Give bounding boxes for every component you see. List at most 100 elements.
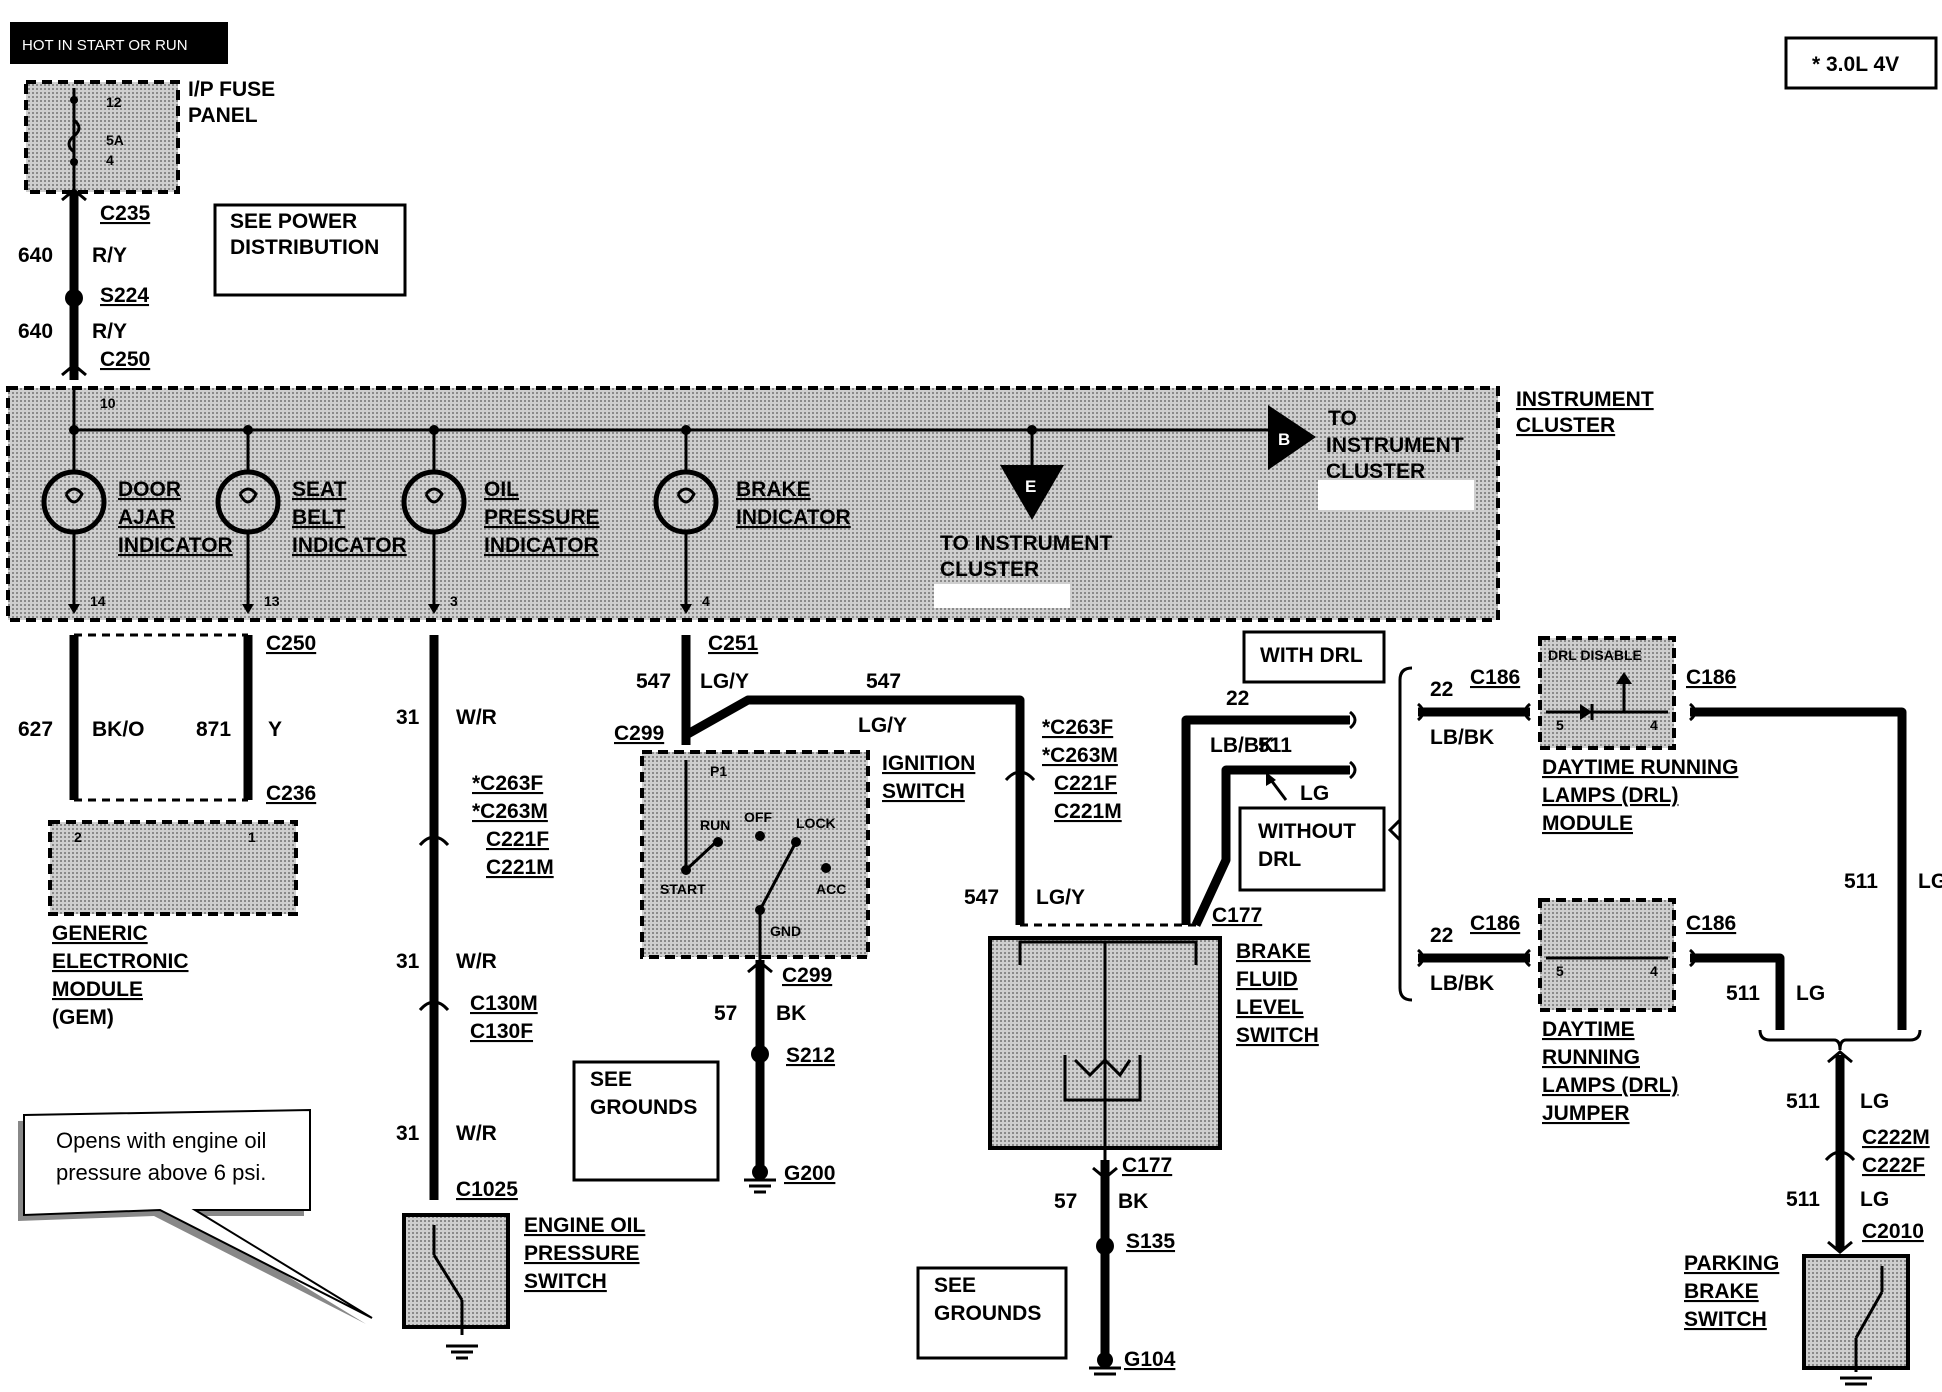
svg-text:C221M: C221M [486, 856, 554, 879]
indicator-label: INDICATOR [118, 534, 233, 557]
svg-text:627: 627 [18, 718, 53, 741]
svg-text:W/R: W/R [456, 1122, 497, 1145]
svg-text:C221F: C221F [486, 828, 549, 851]
svg-text:SWITCH: SWITCH [1236, 1024, 1319, 1047]
svg-text:640: 640 [18, 320, 53, 343]
svg-text:R/Y: R/Y [92, 320, 127, 343]
svg-text:IGNITION: IGNITION [882, 752, 975, 775]
svg-text:CLUSTER: CLUSTER [1516, 414, 1615, 437]
svg-text:CLUSTER: CLUSTER [1326, 460, 1425, 483]
indicator-label: INDICATOR [292, 534, 407, 557]
svg-text:547: 547 [964, 886, 999, 909]
svg-text:511: 511 [1786, 1090, 1820, 1113]
indicator-pin: 14 [90, 593, 106, 609]
svg-text:GROUNDS: GROUNDS [934, 1302, 1041, 1325]
svg-text:G104: G104 [1124, 1348, 1176, 1371]
svg-text:LB/BK: LB/BK [1210, 734, 1274, 757]
brake-fluid-ground: C177 57 BK S135 G104 [1054, 1154, 1176, 1376]
svg-text:S224: S224 [100, 284, 149, 307]
fuse-panel: 12 5A 4 I/P FUSE PANEL [24, 78, 275, 194]
svg-text:LG: LG [1300, 782, 1329, 805]
svg-text:LAMPS (DRL): LAMPS (DRL) [1542, 1074, 1678, 1097]
ignition-circuit: C251 547 LG/Y 547 LG/Y C299 547 LG/Y *C2… [614, 632, 1122, 925]
lamp-filament-icon [64, 487, 84, 504]
svg-text:511: 511 [1258, 734, 1292, 757]
indicator-label: OIL [484, 478, 519, 501]
svg-text:INSTRUMENT: INSTRUMENT [1516, 388, 1654, 411]
svg-text:* 3.0L 4V: * 3.0L 4V [1812, 53, 1899, 76]
indicator-pin: 3 [450, 593, 458, 609]
svg-text:LG/Y: LG/Y [700, 670, 749, 693]
svg-text:5A: 5A [106, 132, 124, 148]
svg-text:BRAKE: BRAKE [1236, 940, 1311, 963]
svg-text:1: 1 [248, 829, 256, 845]
svg-text:10: 10 [100, 395, 116, 411]
svg-text:C2010: C2010 [1862, 1220, 1924, 1243]
svg-text:C251: C251 [708, 632, 759, 655]
svg-text:4: 4 [1650, 717, 1658, 733]
svg-text:511: 511 [1726, 982, 1760, 1005]
svg-text:*C263F: *C263F [1042, 716, 1113, 739]
svg-text:PANEL: PANEL [188, 104, 258, 127]
svg-text:INSTRUMENT: INSTRUMENT [1326, 434, 1464, 457]
svg-text:C299: C299 [782, 964, 832, 987]
svg-text:*C263M: *C263M [1042, 744, 1118, 767]
svg-text:DAYTIME RUNNING: DAYTIME RUNNING [1542, 756, 1738, 779]
svg-text:DISTRIBUTION: DISTRIBUTION [230, 236, 379, 259]
svg-text:C186: C186 [1470, 666, 1520, 689]
see-grounds-note-2: SEE GROUNDS [916, 1266, 1068, 1360]
svg-text:*C263F: *C263F [472, 772, 543, 795]
svg-text:HOT IN START OR RUN: HOT IN START OR RUN [22, 37, 188, 54]
lamp-filament-icon [238, 487, 258, 504]
arrow-down-icon [242, 604, 254, 614]
svg-text:22: 22 [1226, 687, 1249, 710]
generic-electronic-module: 2 1 GENERIC ELECTRONIC MODULE (GEM) [48, 820, 298, 1029]
indicator-label: AJAR [118, 506, 175, 529]
svg-text:C299: C299 [614, 722, 664, 745]
indicator-group: 14DOORAJARINDICATOR13SEATBELTINDICATOR3O… [41, 430, 851, 614]
svg-text:DAYTIME: DAYTIME [1542, 1018, 1635, 1041]
svg-text:GROUNDS: GROUNDS [590, 1096, 697, 1119]
indicator-label: INDICATOR [736, 506, 851, 529]
svg-text:RUNNING: RUNNING [1542, 1046, 1640, 1069]
drl-jumper-output: 511 LG [1689, 948, 1825, 1030]
svg-text:TO INSTRUMENT: TO INSTRUMENT [940, 532, 1112, 555]
svg-text:SWITCH: SWITCH [524, 1270, 607, 1293]
svg-text:W/R: W/R [456, 950, 497, 973]
svg-text:4: 4 [106, 152, 114, 168]
ignition-switch: P1 RUN OFF LOCK START ACC GND IGNITION S… [640, 750, 975, 960]
svg-text:MODULE: MODULE [1542, 812, 1633, 835]
svg-text:WITH DRL: WITH DRL [1260, 644, 1363, 667]
instrument-cluster: INSTRUMENT CLUSTER 10 [6, 386, 1654, 622]
arrow-down-icon [68, 604, 80, 614]
indicator-label: DOOR [118, 478, 181, 501]
without-drl-note: WITHOUT DRL [1238, 806, 1386, 892]
svg-text:BK/O: BK/O [92, 718, 145, 741]
svg-text:ACC: ACC [816, 881, 846, 897]
svg-text:C250: C250 [100, 348, 150, 371]
indicator-label: BRAKE [736, 478, 811, 501]
svg-text:5: 5 [1556, 717, 1564, 733]
feed-wire: C235 640 R/Y S224 640 R/Y C250 [18, 188, 151, 380]
svg-text:C130M: C130M [470, 992, 538, 1015]
svg-text:MODULE: MODULE [52, 978, 143, 1001]
svg-text:DRL: DRL [1258, 848, 1301, 871]
svg-text:LG: LG [1796, 982, 1825, 1005]
svg-text:LG/Y: LG/Y [1036, 886, 1085, 909]
svg-text:START: START [660, 881, 706, 897]
svg-text:OFF: OFF [744, 809, 772, 825]
svg-text:SEE POWER: SEE POWER [230, 210, 357, 233]
svg-text:511: 511 [1786, 1188, 1820, 1211]
indicator-label: PRESSURE [484, 506, 600, 529]
parking-brake-circuit: 511 LG C222M C222F 511 LG C2010 [1758, 1029, 1930, 1254]
svg-text:22: 22 [1430, 678, 1453, 701]
drl-module-output: 511 LG [1689, 702, 1942, 1030]
svg-text:GND: GND [770, 923, 801, 939]
drl-jumper: 5 4 22 C186 LB/BK C186 DAYTIME RUNNING L… [1417, 898, 1736, 1125]
brake-fluid-level-switch: BRAKE FLUID LEVEL SWITCH [988, 936, 1319, 1170]
engine-note: * 3.0L 4V [1784, 36, 1938, 90]
svg-text:LB/BK: LB/BK [1430, 726, 1494, 749]
indicator-label: BELT [292, 506, 345, 529]
svg-text:C177: C177 [1212, 904, 1262, 927]
